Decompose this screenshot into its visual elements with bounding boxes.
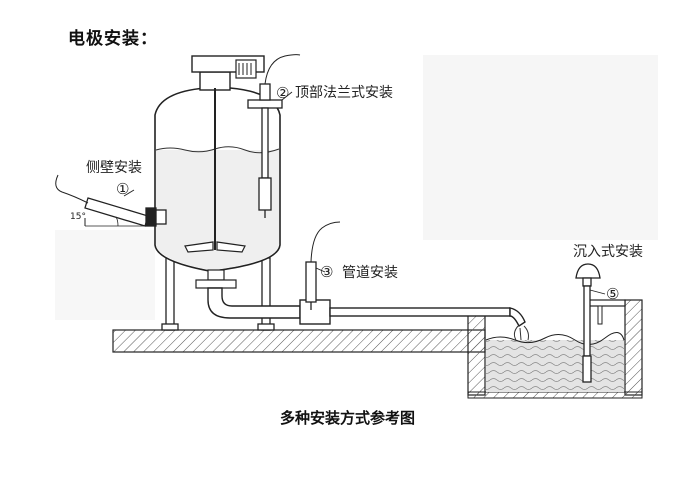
marker-2: ② (276, 84, 289, 102)
background-panel-right (423, 55, 658, 240)
label-submersion: 沉入式安装 (573, 244, 643, 260)
callout-lines (123, 91, 606, 295)
outlet-splash (513, 325, 529, 341)
figure-caption: 多种安装方式参考图 (279, 409, 415, 427)
label-pipeline: 管道安装 (342, 265, 398, 281)
label-side-wall: 侧壁安装 (86, 160, 142, 176)
pipeline-electrode (305, 221, 341, 310)
label-top-flange: 顶部法兰式安装 (295, 85, 393, 101)
submersion-bracket (587, 299, 626, 325)
submersion-electrode (575, 263, 601, 383)
ground (112, 299, 643, 399)
basin-liquid (485, 332, 625, 392)
marker-1: ① (116, 180, 129, 198)
marker-3: ③ (320, 263, 333, 281)
background-panel-left (55, 230, 155, 320)
label-angle: 15° (70, 212, 86, 222)
tank (154, 55, 281, 289)
side-wall-electrode (55, 174, 167, 227)
page-heading: 电极安装： (68, 29, 158, 49)
marker-5: ⑤ (606, 285, 619, 303)
top-flange-electrode (247, 54, 301, 218)
